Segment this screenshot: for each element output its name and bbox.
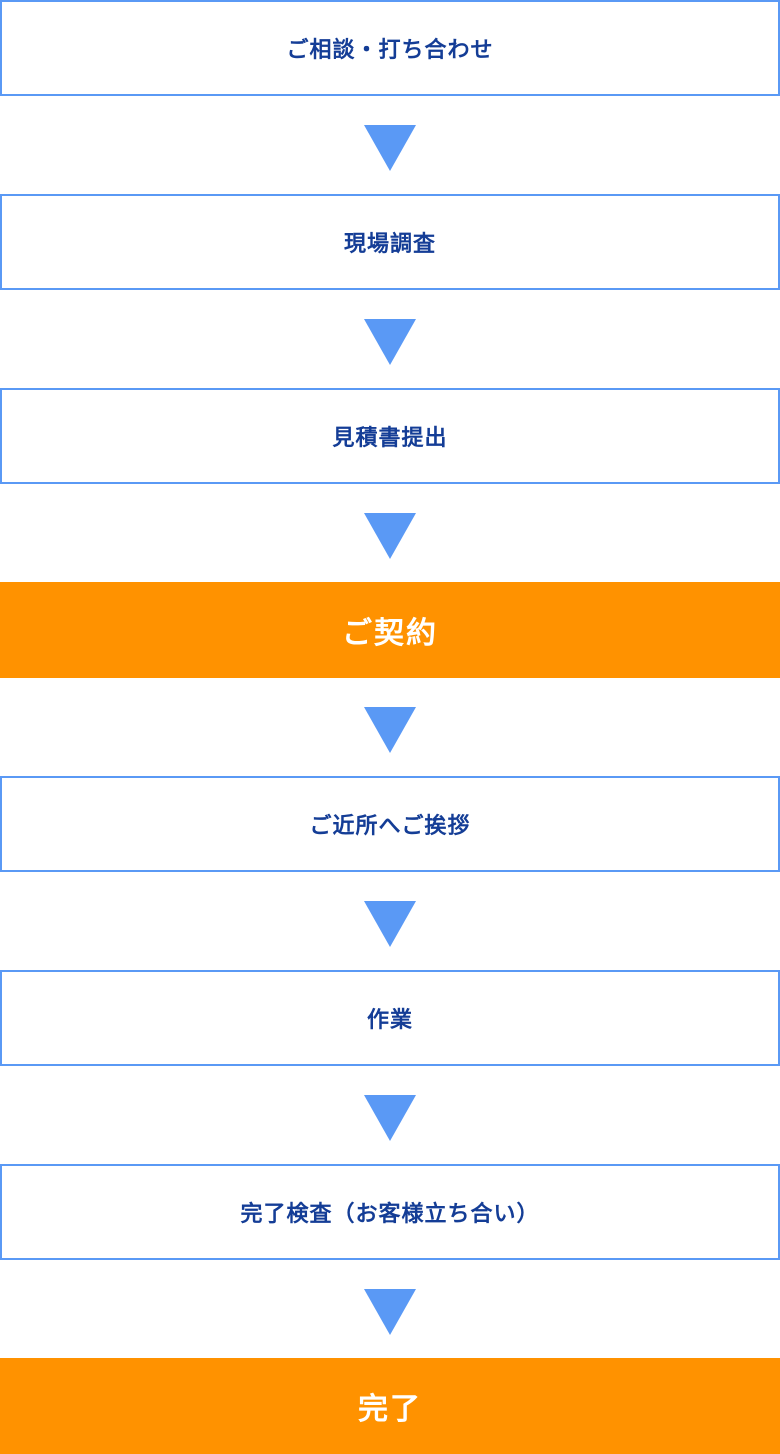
- step-label: 作業: [366, 1008, 413, 1033]
- step-contract: ご契約: [0, 582, 780, 678]
- step-label: 現場調査: [343, 232, 436, 257]
- step-site-survey: 現場調査: [0, 194, 780, 290]
- step-label: 見積書提出: [332, 426, 448, 451]
- down-triangle-icon: [364, 1289, 416, 1335]
- step-complete: 完了: [0, 1358, 780, 1454]
- down-triangle-icon: [364, 125, 416, 171]
- step-label: 完了: [358, 1392, 422, 1427]
- step-consultation: ご相談・打ち合わせ: [0, 0, 780, 96]
- step-inspection: 完了検査（お客様立ち合い）: [0, 1164, 780, 1260]
- step-label: ご近所へご挨拶: [309, 814, 471, 839]
- down-triangle-icon: [364, 513, 416, 559]
- down-triangle-icon: [364, 1095, 416, 1141]
- step-label: ご相談・打ち合わせ: [286, 38, 494, 63]
- down-triangle-icon: [364, 319, 416, 365]
- step-label: 完了検査（お客様立ち合い）: [240, 1202, 540, 1227]
- step-estimate: 見積書提出: [0, 388, 780, 484]
- step-neighbor-greeting: ご近所へご挨拶: [0, 776, 780, 872]
- down-triangle-icon: [364, 707, 416, 753]
- step-work: 作業: [0, 970, 780, 1066]
- down-triangle-icon: [364, 901, 416, 947]
- step-label: ご契約: [342, 616, 438, 651]
